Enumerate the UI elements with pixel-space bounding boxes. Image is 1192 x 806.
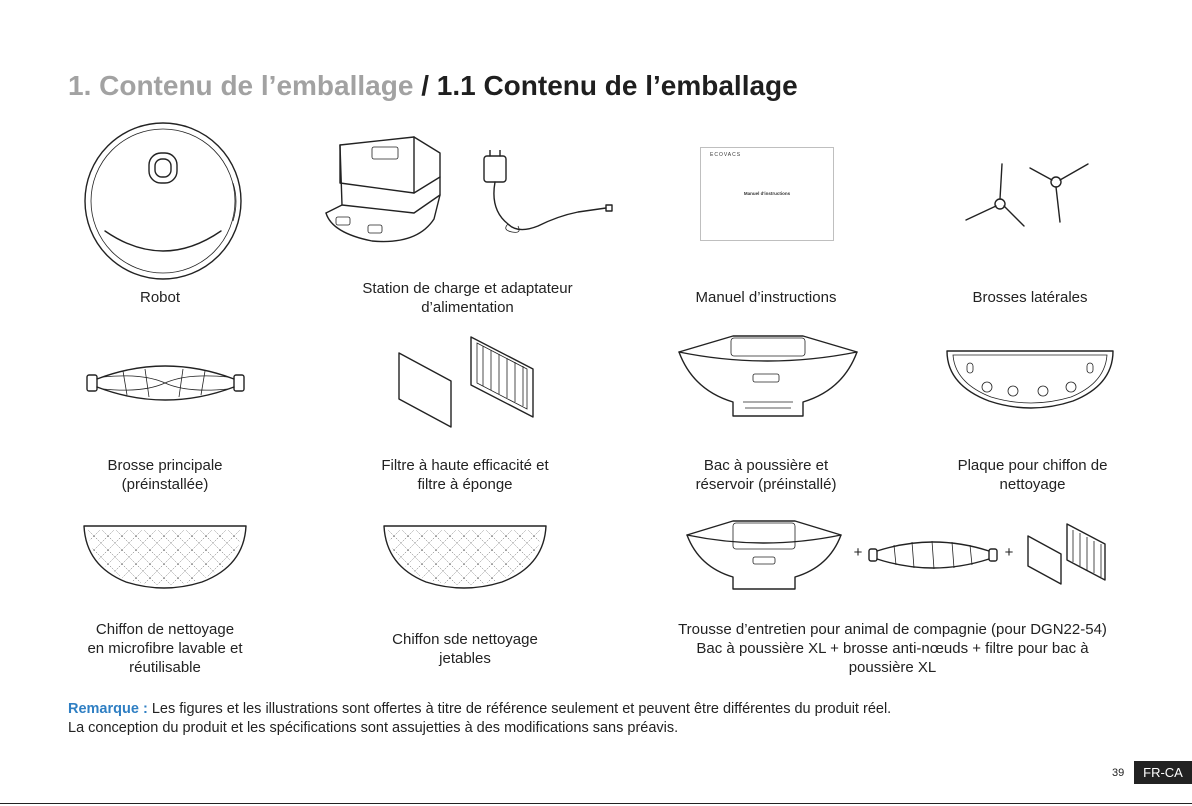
caption-mop-plate: Plaque pour chiffon de nettoyage	[957, 457, 1108, 493]
plus-sign-1: +	[853, 544, 863, 561]
manual-illustration: ECOVACS Manuel d'instructions	[700, 147, 834, 241]
caption-washable-mop: Chiffon de nettoyage en microfibre lavab…	[87, 621, 243, 676]
plus-sign-2: +	[1004, 544, 1014, 561]
bottom-rule	[0, 803, 1192, 804]
mop-plate-illustration	[943, 345, 1118, 415]
caption-main-brush: Brosse principale (préinstallée)	[107, 457, 223, 493]
side-brushes-illustration	[962, 160, 1096, 230]
anti-tangle-brush-illustration	[866, 535, 1000, 575]
xl-filter-illustration	[1025, 522, 1109, 588]
main-brush-illustration	[83, 355, 248, 410]
note-text-2: La conception du produit et les spécific…	[68, 720, 679, 736]
robot-illustration	[83, 121, 243, 281]
caption-robot: Robot	[139, 289, 181, 306]
charging-dock-illustration	[322, 133, 447, 248]
caption-manual: Manuel d’instructions	[695, 289, 837, 306]
manual-brand: ECOVACS	[710, 152, 742, 158]
note-text-1: Les figures et les illustrations sont of…	[151, 701, 892, 717]
caption-side-brushes: Brosses latérales	[972, 289, 1088, 306]
section-title: 1. Contenu de l’emballage	[68, 70, 414, 101]
manual-cover-title: Manuel d'instructions	[743, 191, 791, 196]
caption-charging-dock: Station de charge et adaptateur d’alimen…	[362, 280, 573, 316]
caption-filters: Filtre à haute efficacité et filtre à ép…	[381, 457, 549, 493]
caption-dust-bin: Bac à poussière et réservoir (préinstall…	[695, 457, 837, 493]
note-line-1: Remarque : Les figures et les illustrati…	[68, 700, 891, 719]
caption-pet-kit: Trousse d’entretien pour animal de compa…	[678, 621, 1107, 676]
note-label: Remarque :	[68, 701, 148, 717]
caption-disposable-mop: Chiffon sde nettoyage jetables	[392, 631, 538, 667]
xl-dust-bin-illustration	[683, 515, 845, 595]
dust-bin-illustration	[673, 330, 863, 425]
power-adapter-illustration	[478, 150, 618, 240]
title-separator: /	[421, 70, 429, 101]
washable-mop-illustration	[80, 522, 250, 592]
filters-illustration	[395, 335, 540, 430]
note-block: Remarque : Les figures et les illustrati…	[68, 700, 891, 738]
page-title: 1. Contenu de l’emballage / 1.1 Contenu …	[68, 70, 798, 102]
language-badge: FR-CA	[1134, 761, 1192, 784]
disposable-mop-illustration	[380, 522, 550, 592]
page-number: 39	[1112, 767, 1125, 779]
subsection-title: 1.1 Contenu de l’emballage	[436, 70, 798, 101]
